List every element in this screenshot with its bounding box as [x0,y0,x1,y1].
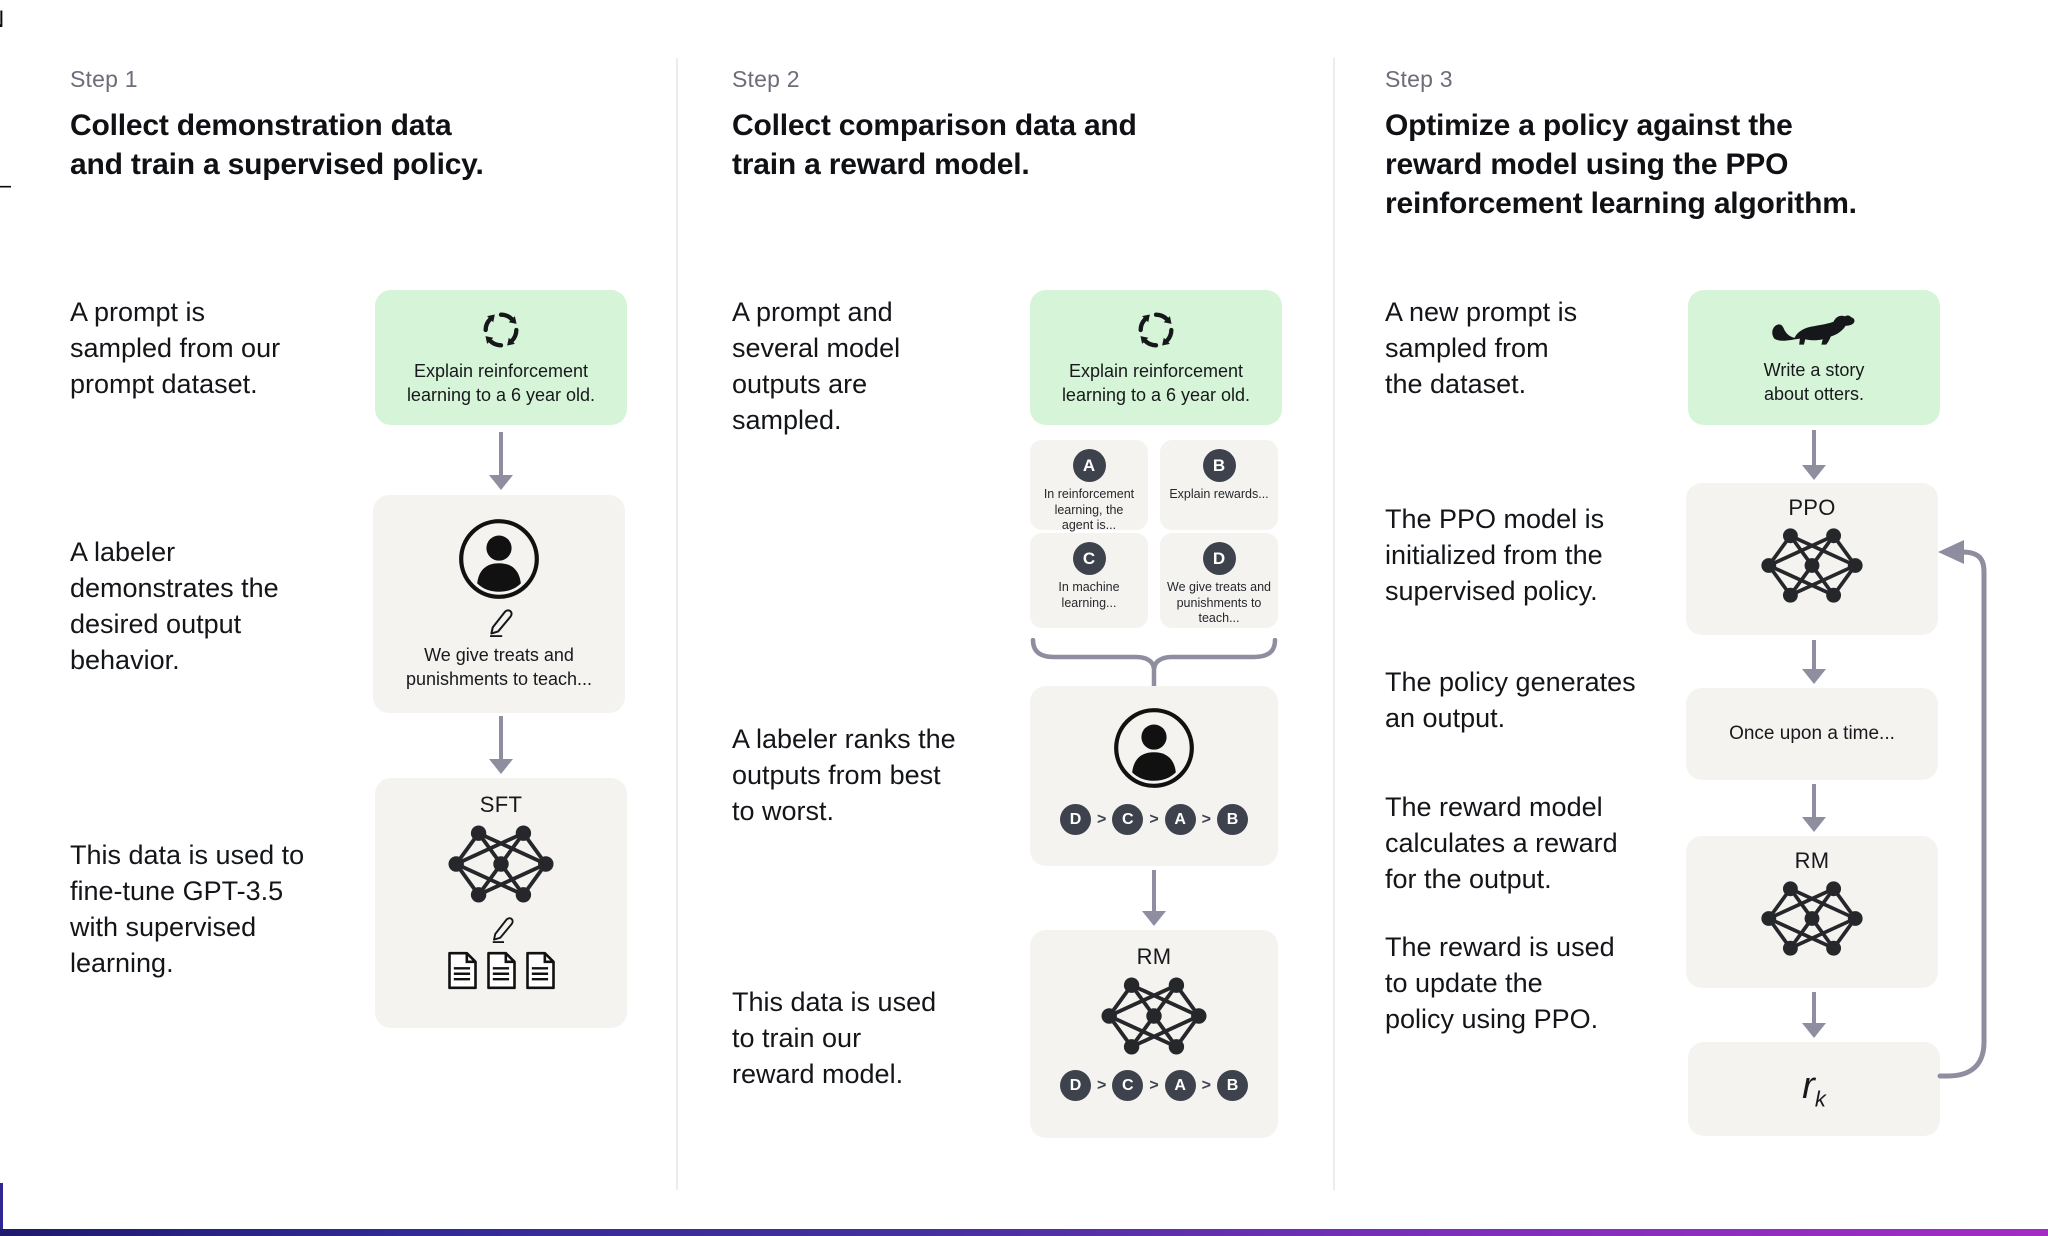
step2-caption-sampled: A prompt and several model outputs are s… [732,297,901,435]
rank-badge: A [1164,804,1196,835]
rank-separator: > [1149,1076,1159,1094]
arrow-down-icon [1801,640,1827,684]
rank-separator: > [1096,810,1107,828]
ranking-row: D > C > A > B [1059,1070,1249,1101]
left-edge-accent-line [0,1183,3,1236]
neural-network-icon [1758,525,1866,606]
neural-network-icon [445,822,557,906]
ranking-row: D > C > A > B [1059,804,1249,835]
rank-badge: C [1112,804,1144,835]
option-d-text: We give treats and punishments to teach.… [1167,580,1271,626]
step3-prompt-text: Write a story about otters. [1763,359,1865,404]
step1-title: Collect demonstration data and train a s… [70,109,484,181]
step1-labeler-box: We give treats and punishments to teach.… [373,495,625,713]
step3-prompt-box: Write a story about otters. [1688,290,1940,425]
option-a-text: In reinforcement learning, the agent is.… [1043,487,1135,533]
rank-separator: > [1149,810,1159,828]
cycle-arrows-icon [1133,307,1179,353]
option-a-badge: A [1072,449,1106,482]
ppo-label: PPO [1788,495,1836,520]
arrow-down-icon [1801,992,1827,1038]
option-b-badge: B [1202,449,1236,482]
step3-label: Step 3 [1385,66,1453,92]
step2-prompt-box: Explain reinforcement learning to a 6 ye… [1030,290,1282,425]
step1-caption-data: This data is used to fine-tune GPT-3.5 w… [70,840,305,978]
rank-badge: C [1112,1070,1144,1101]
step1-labeler-text: We give treats and punishments to teach.… [405,644,593,689]
pencil-icon [489,915,514,943]
column-divider [1333,58,1335,1190]
otter-icon [1770,309,1858,352]
option-c-badge: C [1072,542,1106,575]
rank-badge: D [1059,1070,1091,1101]
arrow-down-icon [488,432,514,490]
step3-output-text: Once upon a time... [1729,723,1895,745]
step3-caption-reward: The reward model calculates a reward for… [1385,792,1618,894]
rank-badge: D [1059,804,1091,835]
rank-separator: > [1201,1076,1212,1094]
step1-label: Step 1 [70,66,138,92]
step3-caption-generates: The policy generates an output. [1385,667,1636,733]
output-option-b: B Explain rewards... [1160,440,1278,530]
option-c-text: In machine learning... [1058,580,1120,610]
rank-badge: B [1217,804,1249,835]
step3-caption-init: The PPO model is initialized from the su… [1385,504,1605,606]
cycle-arrows-icon [478,307,524,353]
step3-caption-new-prompt: A new prompt is sampled from the dataset… [1385,297,1578,399]
step2-caption-ranks: A labeler ranks the outputs from best to… [732,724,956,826]
bottom-gradient-bar [0,1229,2048,1236]
step2-ranking-box: D > C > A > B [1030,686,1278,866]
pencil-icon [486,607,513,637]
step1-sft-box: SFT [375,778,627,1028]
arrow-down-icon [1801,784,1827,832]
edge-text-fragment: — [0,172,11,200]
neural-network-icon [1758,878,1866,959]
person-icon [457,517,541,601]
output-option-a: A In reinforcement learning, the agent i… [1030,440,1148,532]
step3-ppo-box: PPO [1686,483,1938,635]
step1-caption-labeler: A labeler demonstrates the desired outpu… [70,537,279,675]
step3-rm-box: RM [1686,836,1938,988]
step1-prompt-text: Explain reinforcement learning to a 6 ye… [406,361,596,405]
step3-title: Optimize a policy against the reward mod… [1385,109,1857,220]
step3-caption-update: The reward is used to update the policy … [1385,932,1615,1034]
option-b-text: Explain rewards... [1169,487,1269,501]
edge-text-fragment: N [0,6,4,34]
arrow-down-icon [1801,430,1827,480]
column-divider [676,58,678,1190]
step2-prompt-text: Explain reinforcement learning to a 6 ye… [1061,361,1251,405]
step2-title: Collect comparison data and train a rewa… [732,109,1137,181]
sft-label: SFT [479,792,523,817]
step2-label: Step 2 [732,66,800,92]
rank-badge: B [1217,1070,1249,1101]
rank-badge: A [1164,1070,1196,1101]
step2-rm-box: RM D > C > A [1030,930,1278,1138]
rm-label: RM [1136,944,1172,969]
step3-reward-box: rk [1688,1042,1940,1136]
output-option-c: C In machine learning... [1030,533,1148,628]
person-icon [1112,706,1196,790]
rank-separator: > [1201,810,1212,828]
neural-network-icon [1098,974,1210,1058]
step1-caption-prompt: A prompt is sampled from our prompt data… [70,297,281,399]
documents-icon [446,951,557,990]
rank-separator: > [1096,1076,1107,1094]
arrow-down-icon [1141,870,1167,926]
step2-caption-train: This data is used to train our reward mo… [732,987,937,1089]
step1-prompt-box: Explain reinforcement learning to a 6 ye… [375,290,627,425]
option-d-badge: D [1202,542,1236,575]
arrow-down-icon [488,716,514,774]
reward-value: rk [1802,1065,1826,1112]
output-option-d: D We give treats and punishments to teac… [1160,533,1278,628]
rm-label: RM [1794,848,1830,873]
step3-output-box: Once upon a time... [1686,688,1938,780]
